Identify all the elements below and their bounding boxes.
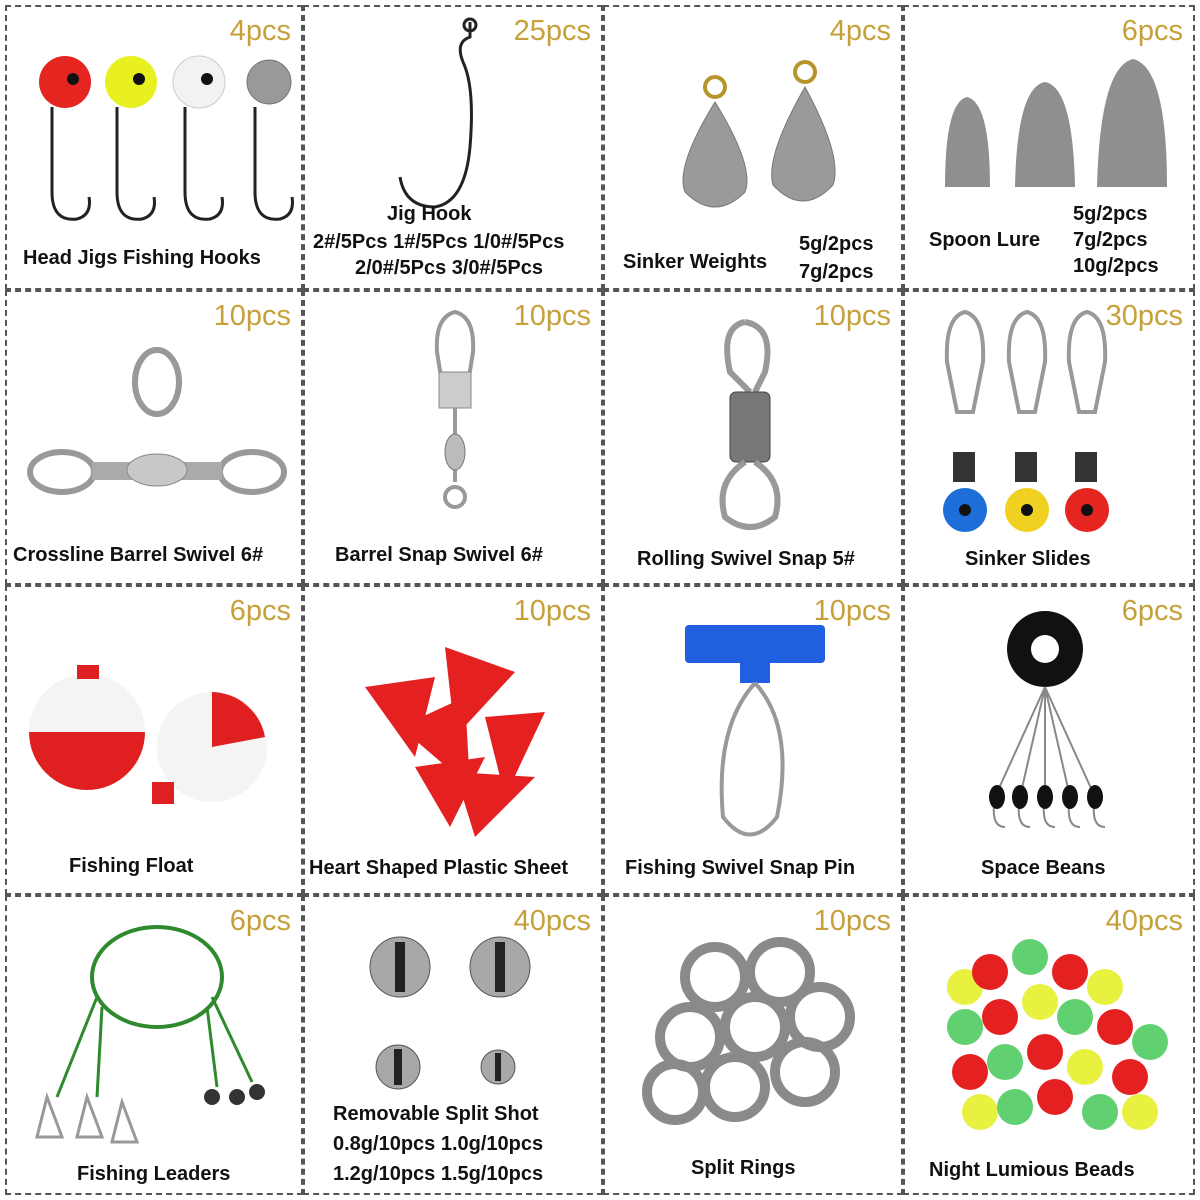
cell-crossline-swivel: 10pcs Crossline Barrel Swivel 6# (5, 290, 303, 585)
spoon-lure-image (945, 59, 1167, 187)
size-line-2: 7g/2pcs (799, 261, 874, 283)
fishing-leaders-image (35, 925, 265, 1144)
size-line-2: 1.2g/10pcs 1.5g/10pcs (333, 1163, 544, 1185)
pack-count: 10pcs (513, 595, 591, 627)
split-rings-image (642, 937, 855, 1125)
cell-fishing-float: 6pcs Fishing Float (5, 585, 303, 895)
cell-rolling-swivel: 10pcs Rolling Swivel Snap 5# (603, 290, 903, 585)
pack-count: 30pcs (1105, 300, 1183, 332)
pack-count: 6pcs (229, 905, 291, 937)
jig-hook-image (398, 17, 478, 209)
pack-count: 10pcs (813, 300, 891, 332)
cell-night-beads: 40pcs Night Lumious Beads (903, 895, 1195, 1195)
pack-count: 6pcs (1121, 595, 1183, 627)
size-line-1: 5g/2pcs (1073, 203, 1148, 225)
split-shot-image (369, 936, 531, 1090)
cell-space-beans: 6pcs Space Beans (903, 585, 1195, 895)
cell-split-shot: 40pcs Removable Split Shot 0.8g/10pcs 1.… (303, 895, 603, 1195)
pack-count: 4pcs (229, 15, 291, 47)
item-label: Rolling Swivel Snap 5# (637, 548, 855, 570)
space-beans-image (989, 611, 1106, 828)
size-line-1: 5g/2pcs (799, 233, 874, 255)
item-label: Fishing Swivel Snap Pin (625, 857, 856, 879)
item-label: Jig Hook (387, 203, 472, 225)
pack-count: 40pcs (513, 905, 591, 937)
cell-jig-hook: 25pcs Jig Hook 2#/5Pcs 1#/5Pcs 1/0#/5Pcs… (303, 5, 603, 290)
item-label: Fishing Leaders (77, 1163, 231, 1185)
snap-pin-image (685, 625, 825, 837)
item-label: Removable Split Shot (333, 1103, 539, 1125)
cell-barrel-snap-swivel: 10pcs Barrel Snap Swivel 6# (303, 290, 603, 585)
pack-count: 10pcs (813, 595, 891, 627)
fishing-float-image (29, 665, 267, 804)
heart-sheet-image (365, 647, 545, 837)
crossline-swivel-image (27, 347, 287, 495)
pack-count: 6pcs (1121, 15, 1183, 47)
item-label: Sinker Slides (965, 548, 1091, 570)
barrel-snap-swivel-image (434, 309, 476, 509)
cell-snap-pin: 10pcs Fishing Swivel Snap Pin (603, 585, 903, 895)
item-label: Head Jigs Fishing Hooks (23, 247, 261, 269)
size-line-1: 0.8g/10pcs 1.0g/10pcs (333, 1133, 544, 1155)
pack-count: 4pcs (829, 15, 891, 47)
cell-fishing-leaders: 6pcs Fishing Leaders (5, 895, 303, 1195)
item-label: Sinker Weights (623, 251, 768, 273)
item-label: Space Beans (981, 857, 1106, 879)
cell-head-jigs: 4pcs Head Jigs Fishing Hooks (5, 5, 303, 290)
cell-spoon-lure: 6pcs Spoon Lure 5g/2pcs 7g/2pcs 10g/2pcs (903, 5, 1195, 290)
pack-count: 6pcs (229, 595, 291, 627)
size-line-2: 7g/2pcs (1073, 229, 1148, 251)
pack-count: 10pcs (513, 300, 591, 332)
pack-count: 10pcs (813, 905, 891, 937)
item-label: Crossline Barrel Swivel 6# (13, 544, 264, 566)
size-line-2: 2/0#/5Pcs 3/0#/5Pcs (355, 257, 543, 279)
pack-count: 40pcs (1105, 905, 1183, 937)
night-beads-image (947, 939, 1168, 1130)
pack-count: 10pcs (213, 300, 291, 332)
pack-count: 25pcs (513, 15, 591, 47)
item-label: Night Lumious Beads (929, 1159, 1135, 1181)
item-label: Heart Shaped Plastic Sheet (309, 857, 568, 879)
size-line-3: 10g/2pcs (1073, 255, 1159, 277)
cell-heart-sheet: 10pcs Heart Shaped Plastic Sheet (303, 585, 603, 895)
rolling-swivel-image (719, 319, 781, 530)
item-label: Barrel Snap Swivel 6# (335, 544, 543, 566)
cell-split-rings: 10pcs Split Rings (603, 895, 903, 1195)
item-label: Fishing Float (69, 855, 194, 877)
item-label: Spoon Lure (929, 229, 1041, 251)
sinker-slides-image (943, 309, 1109, 532)
sinker-weights-image (682, 60, 836, 208)
head-jig-hooks-image (39, 55, 294, 221)
size-line-1: 2#/5Pcs 1#/5Pcs 1/0#/5Pcs (313, 231, 565, 253)
item-label: Split Rings (691, 1157, 796, 1179)
cell-sinker-slides: 30pcs Sinker Slides (903, 290, 1195, 585)
cell-sinker-weights: 4pcs Sinker Weights 5g/2pcs 7g/2pcs (603, 5, 903, 290)
